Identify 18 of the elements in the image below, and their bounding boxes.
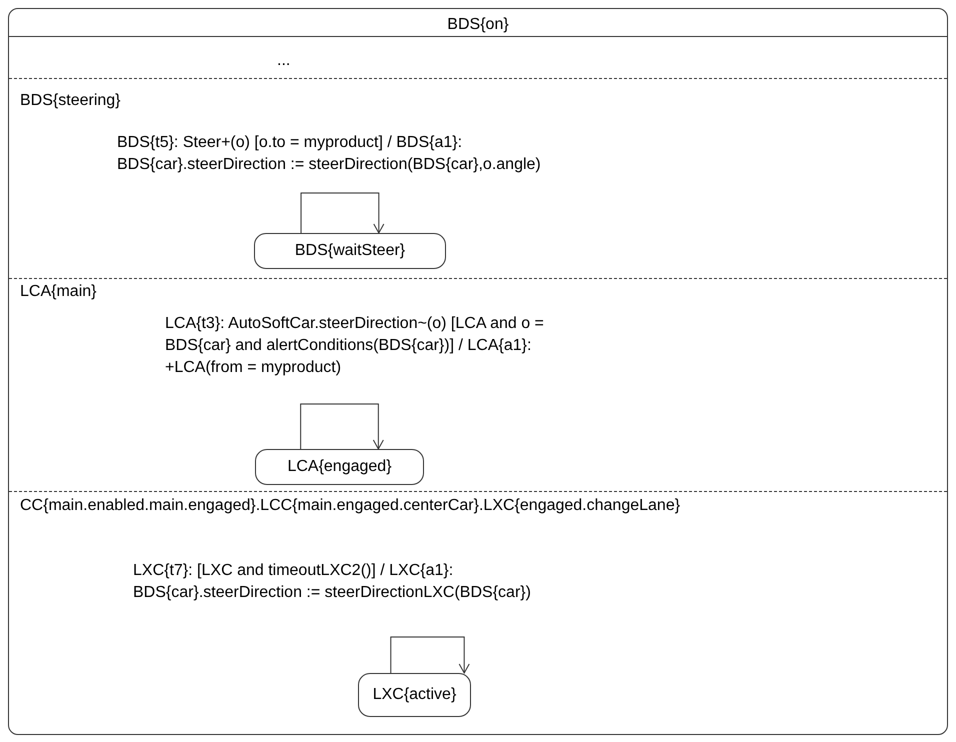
transition-arrow — [300, 192, 384, 234]
transition-label: LCA{t3}: AutoSoftCar.steerDirection~(o) [LCA and o = BDS{car} and alertConditions(BDS{car})] / LCA{a1}: +LCA(from = myproduct) — [165, 314, 545, 378]
region-name: BDS{steering} — [20, 91, 121, 111]
state-name: BDS{on} — [446, 15, 510, 35]
transition-label: BDS{t5}: Steer+(o) [o.to = myproduct] / BDS{a1}: BDS{car}.steerDirection := steerDirection(BDS{car},o.angle) — [117, 133, 542, 175]
transition-label: LXC{t7}: [LXC and timeoutLXC2()] / LXC{a1}: BDS{car}.steerDirection := steerDirectionLXC(BDS{car}) — [133, 561, 532, 603]
state-box — [255, 449, 424, 485]
state-name: LXC{active} — [372, 685, 456, 705]
transition-arrow — [300, 404, 384, 450]
composite-state — [8, 8, 948, 735]
state-box — [254, 233, 446, 269]
region-name: CC{main.enabled.main.engaged}.LCC{main.engaged.centerCar}.LXC{engaged.changeLane} — [20, 496, 680, 516]
state-name: LCA{engaged} — [287, 457, 392, 477]
state-box — [358, 673, 471, 717]
transition-arrow — [390, 636, 470, 674]
state-name: BDS{waitSteer} — [294, 241, 406, 261]
region-name: LCA{main} — [20, 282, 96, 302]
region-name: ... — [277, 51, 290, 71]
